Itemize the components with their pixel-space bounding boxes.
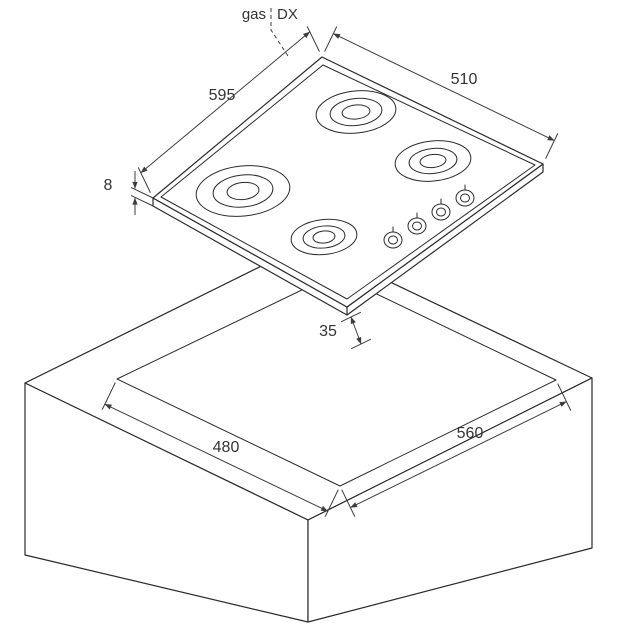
burner-front-cap-inner bbox=[312, 230, 336, 244]
knob-2 bbox=[431, 198, 451, 221]
burner-left bbox=[195, 165, 291, 217]
knob-2-inner bbox=[436, 207, 446, 217]
knob-1-inner bbox=[460, 193, 470, 203]
dim-560-extension-line-right bbox=[557, 383, 572, 411]
dim-510-extension-line-back bbox=[324, 26, 338, 52]
burner-front bbox=[290, 218, 358, 256]
burner-left-cap-inner bbox=[226, 181, 260, 201]
dim-595-line bbox=[140, 31, 311, 174]
dim-35-line bbox=[350, 316, 362, 345]
dim-480-line bbox=[104, 403, 329, 512]
cabinet bbox=[24, 242, 593, 623]
gas-leader-line bbox=[270, 8, 289, 57]
dim-595-label: 595 bbox=[209, 87, 236, 104]
dim-480-extension-line-front bbox=[324, 489, 339, 517]
knob-1 bbox=[455, 184, 475, 207]
dim-cutout-width-560: 560 bbox=[341, 383, 572, 517]
dim-hob-edge-8: 8 bbox=[104, 171, 154, 215]
dim-510-line bbox=[332, 33, 555, 142]
knob-3 bbox=[407, 212, 427, 235]
dim-rear-offset-35: 35 bbox=[319, 311, 372, 350]
knob-4 bbox=[383, 226, 403, 249]
dim-8-extension-line-top bbox=[130, 186, 154, 199]
burner-right-cap-inner bbox=[419, 153, 447, 169]
knob-4-inner bbox=[388, 235, 398, 245]
dim-560-label: 560 bbox=[457, 425, 484, 442]
dim-hob-width-595: 595 bbox=[137, 26, 320, 193]
dim-595-extension-line-left bbox=[137, 167, 151, 193]
burner-right bbox=[394, 140, 472, 182]
dim-35-label: 35 bbox=[319, 323, 337, 340]
dim-8-label: 8 bbox=[104, 177, 113, 194]
dim-510-label: 510 bbox=[451, 71, 478, 88]
knob-3-inner bbox=[412, 221, 422, 231]
dim-595-extension-line-back bbox=[306, 26, 320, 52]
gas-label: gas bbox=[242, 6, 266, 23]
dim-560-extension-line-front bbox=[341, 489, 356, 517]
dim-480-label: 480 bbox=[213, 439, 240, 456]
gas-connection-callout: gas DX bbox=[242, 6, 298, 57]
dim-hob-depth-510: 510 bbox=[324, 26, 559, 159]
dim-cutout-depth-480: 480 bbox=[101, 382, 339, 517]
dim-510-extension-line-right bbox=[545, 133, 559, 159]
dim-8-extension-line-bottom bbox=[130, 194, 154, 207]
control-knobs bbox=[383, 184, 475, 249]
gas-side-label: DX bbox=[277, 6, 298, 23]
dim-560-line bbox=[350, 401, 567, 509]
dim-480-extension-line-left bbox=[101, 382, 116, 410]
